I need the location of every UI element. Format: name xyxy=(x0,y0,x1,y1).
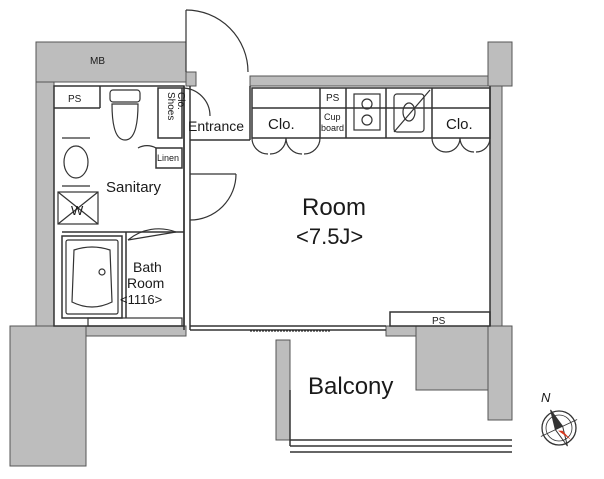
washer-box xyxy=(57,191,99,225)
label-ps-top-left: PS xyxy=(68,94,82,105)
room-labels: MB PS Shoes Clo. Entrance Clo. PS Cup bo… xyxy=(68,56,473,400)
doors xyxy=(87,9,491,327)
compass-north-label: N xyxy=(541,390,551,405)
label-ps-kitchen: PS xyxy=(326,93,340,104)
compass-ring xyxy=(541,410,577,446)
label-bath-room: Room xyxy=(127,275,164,291)
label-entrance: Entrance xyxy=(188,118,244,134)
label-room: Room xyxy=(302,194,366,221)
label-ps-bottom-right: PS xyxy=(432,316,446,327)
label-clo-left: Clo. xyxy=(268,116,295,133)
compass: N xyxy=(540,390,578,447)
walls xyxy=(9,41,513,467)
sink xyxy=(393,93,425,133)
label-clo-right: Clo. xyxy=(446,116,473,133)
label-room-size: <7.5J> xyxy=(296,224,363,249)
label-bath-size: <1116> xyxy=(120,292,162,307)
stove xyxy=(353,93,381,131)
label-washer: W xyxy=(71,203,84,218)
toilet-bowl xyxy=(111,103,139,141)
fixtures xyxy=(57,89,431,332)
label-clo-shoes: Clo. xyxy=(175,92,186,110)
label-cup: Cup xyxy=(324,112,341,122)
wash-basin xyxy=(63,145,89,179)
label-bath: Bath xyxy=(133,259,162,275)
label-mb: MB xyxy=(90,56,105,67)
toilet-tank xyxy=(109,89,141,103)
label-board: board xyxy=(321,123,344,133)
label-linen: Linen xyxy=(157,153,179,163)
label-sanitary: Sanitary xyxy=(106,179,162,196)
label-shoes: Shoes xyxy=(165,92,176,120)
compass-needle xyxy=(540,409,578,447)
bathtub xyxy=(65,239,119,315)
label-balcony: Balcony xyxy=(308,373,393,400)
